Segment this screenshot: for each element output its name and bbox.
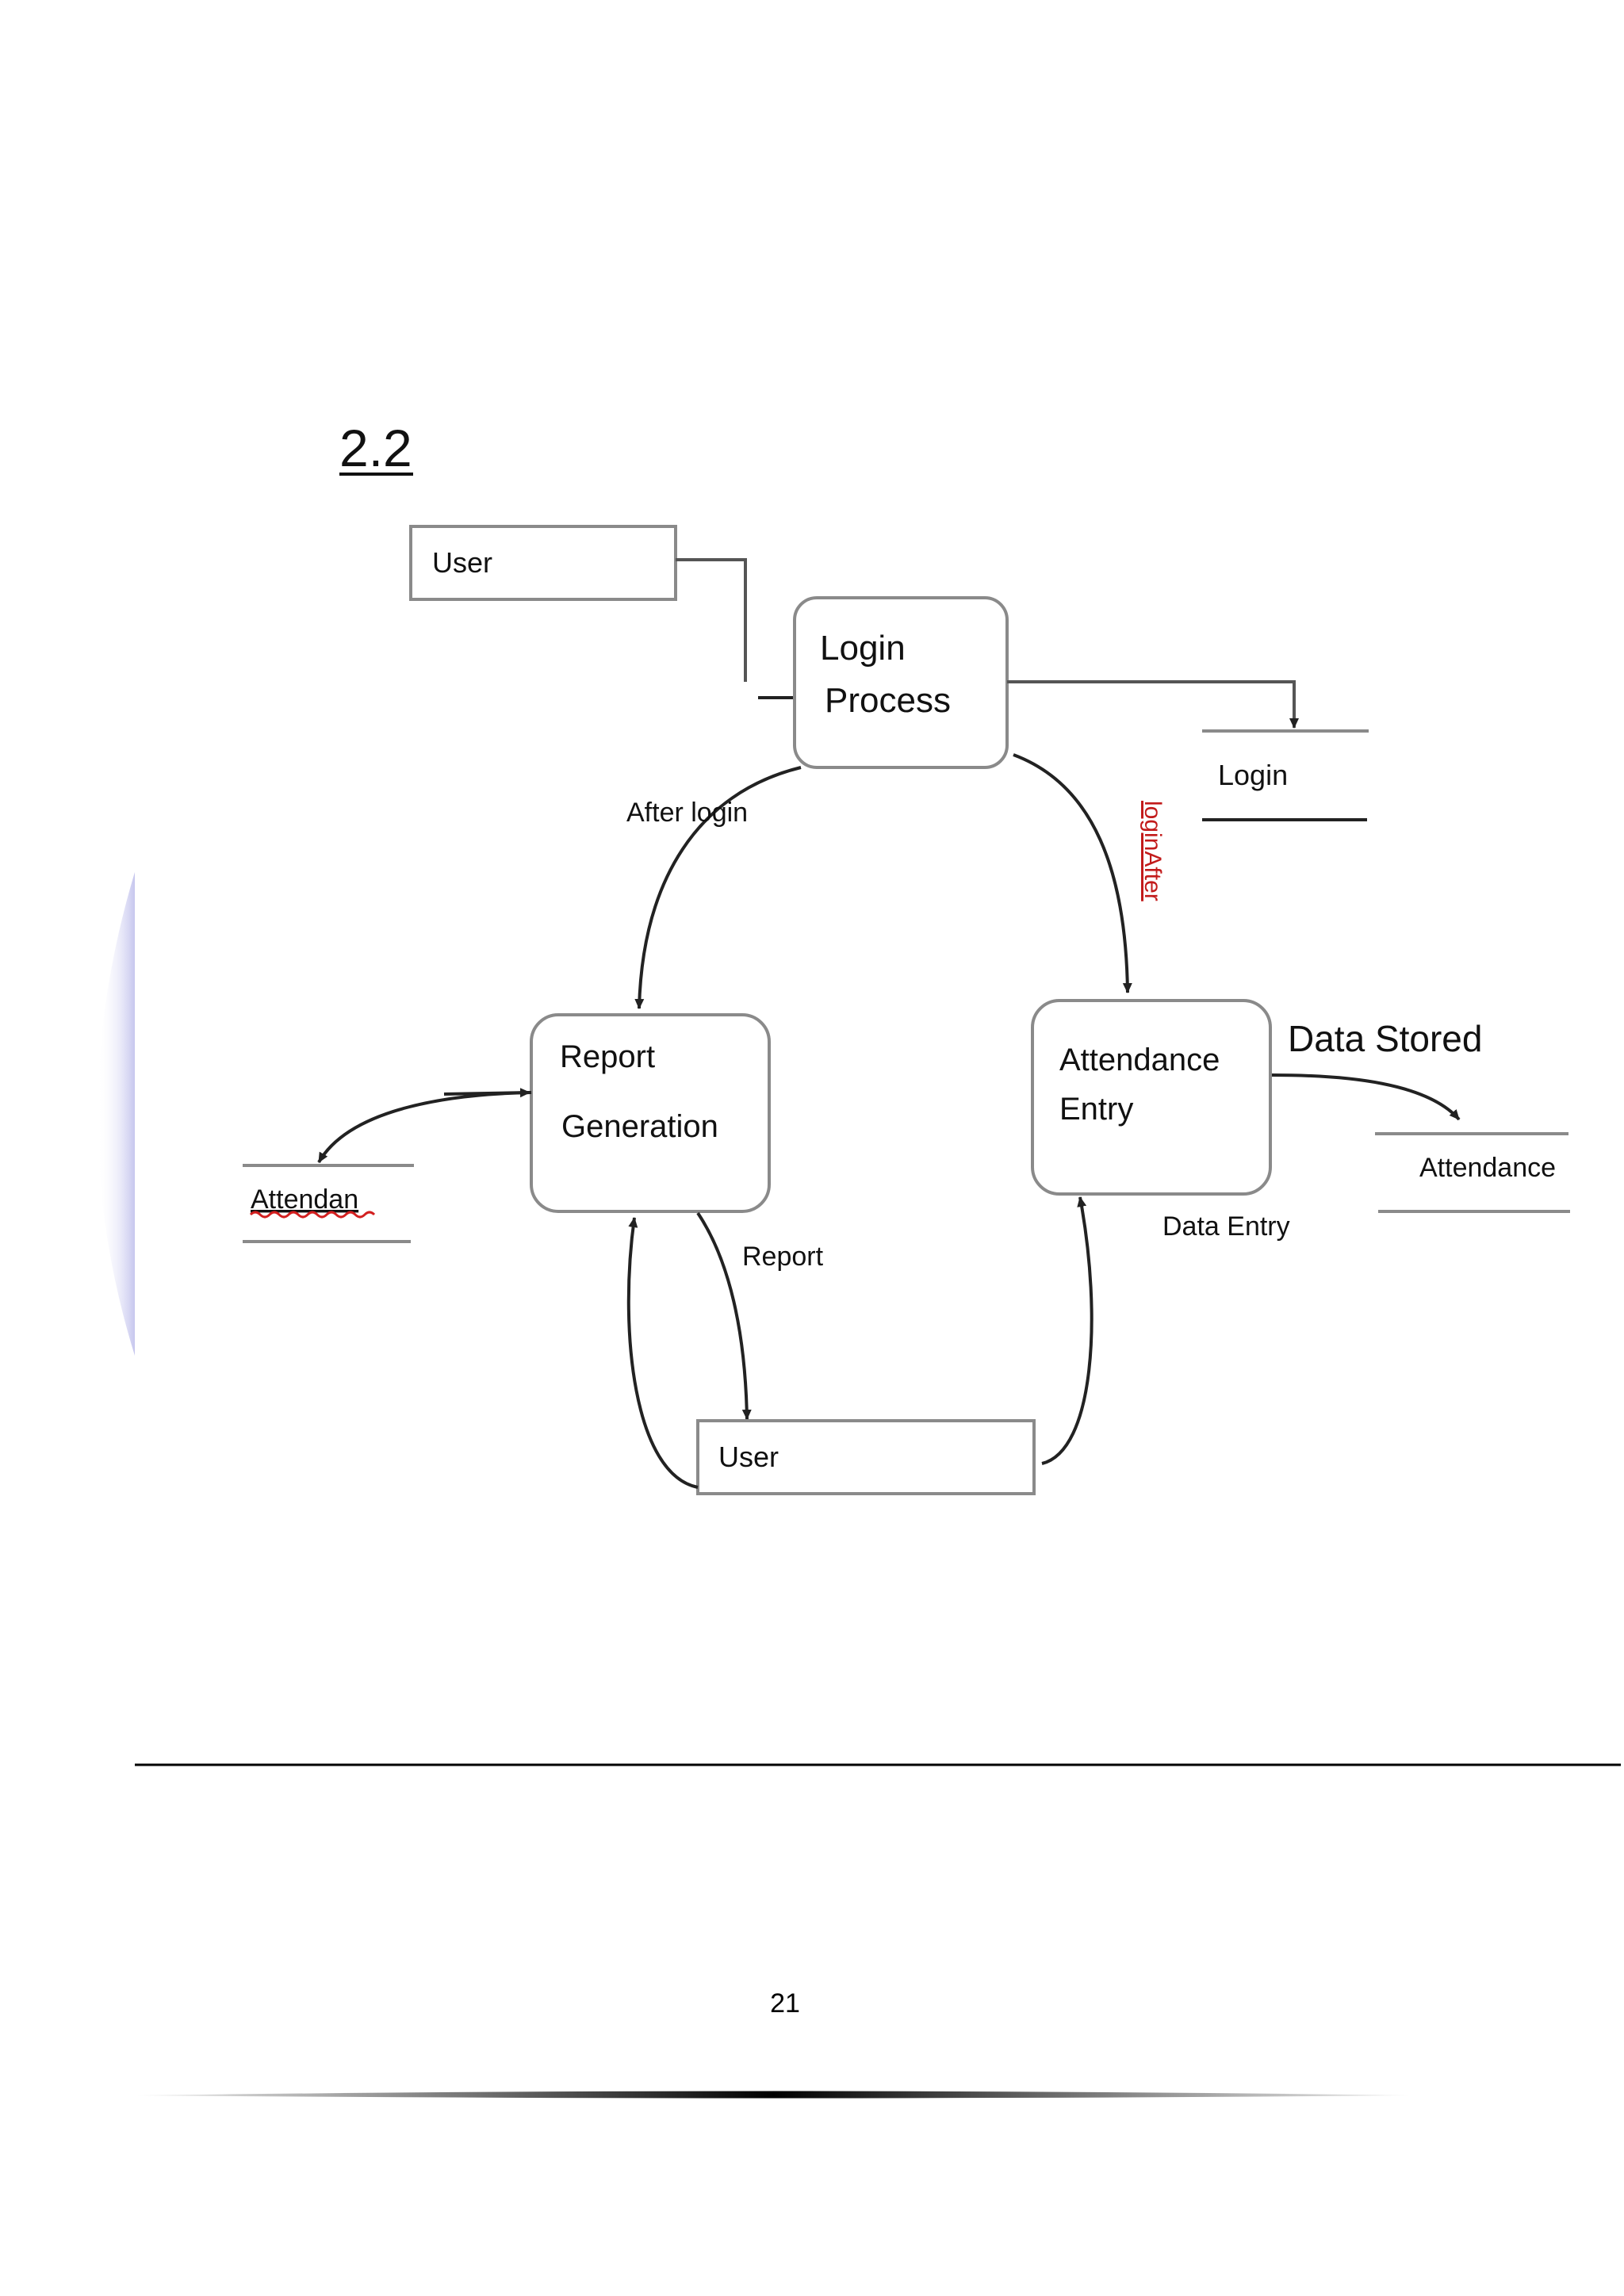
data-entry-flow (1041, 1196, 1094, 1465)
side-accent-shape (98, 872, 135, 1356)
attendance-entry-label-line2: Entry (1059, 1092, 1133, 1127)
section-number: 2.2 (339, 419, 412, 477)
data-entry-label: Data Entry (1162, 1211, 1290, 1242)
report-generation-label-line2: Generation (561, 1109, 718, 1144)
attendance-entry-node (1031, 999, 1272, 1196)
attendance-entry-label-line1: Attendance (1059, 1043, 1220, 1077)
user-to-report-flow (626, 1217, 699, 1489)
spellcheck-underline (249, 1211, 376, 1219)
after-login-flow (634, 766, 802, 1009)
page-number: 21 (770, 1988, 800, 2019)
user-entity-top-label: User (432, 546, 492, 579)
report-flow (696, 1211, 752, 1420)
user-entity-bottom (696, 1419, 1036, 1495)
attendan-to-report-arrowhead (443, 1088, 530, 1098)
login-to-store-flow (1007, 680, 1299, 729)
login-process-label-line2: Process (825, 681, 951, 720)
login-after-label: loginAfter (1139, 801, 1166, 901)
user-to-login-connector (676, 558, 747, 682)
footer-rule (136, 2091, 1410, 2099)
attendance-store-label: Attendance (1419, 1153, 1556, 1183)
user-entity-top (409, 525, 677, 601)
user-entity-bottom-label: User (718, 1441, 779, 1473)
data-stored-flow (1271, 1073, 1461, 1121)
login-store-label: Login (1218, 759, 1288, 791)
report-generation-label-line1: Report (560, 1039, 655, 1074)
after-login-label: After login (626, 798, 748, 828)
attendan-store-label: Attendan (251, 1184, 358, 1215)
report-generation-node (530, 1013, 771, 1213)
login-process-label-line1: Login (820, 629, 906, 668)
login-after-flow (1013, 753, 1132, 993)
report-flow-label: Report (742, 1242, 824, 1272)
data-stored-label: Data Stored (1288, 1018, 1482, 1059)
report-to-attendan-flow (317, 1091, 532, 1164)
